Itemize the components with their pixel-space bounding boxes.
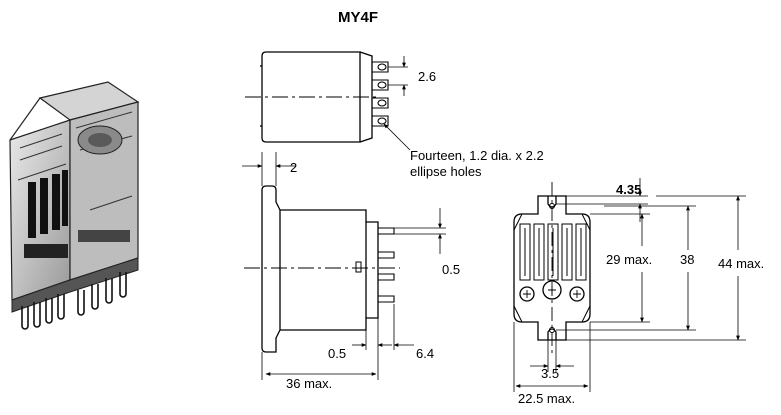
dim-pin-width: 0.5	[442, 262, 460, 277]
dim-total-height: 44 max.	[718, 256, 764, 271]
page-title: MY4F	[338, 9, 378, 26]
dim-flange-thickness: 2	[290, 160, 297, 175]
dim-pin-step: 0.5	[328, 346, 346, 361]
dim-width: 22.5 max.	[518, 391, 575, 406]
base-view	[513, 178, 746, 392]
dim-bottom-slot: 3.5	[541, 366, 559, 381]
dim-hole-spacing: 38	[680, 252, 694, 267]
dim-body-depth: 36 max.	[286, 376, 332, 391]
relay-photo	[9, 81, 140, 330]
dim-slot-offset: 4.35	[616, 182, 641, 197]
dim-pin-length: 6.4	[416, 346, 434, 361]
holes-note-line1: Fourteen, 1.2 dia. x 2.2	[410, 148, 544, 163]
dim-inner-height: 29 max.	[606, 252, 652, 267]
side-view	[242, 152, 446, 380]
holes-note-line2: ellipse holes	[410, 164, 482, 179]
dim-top-pitch: 2.6	[418, 69, 436, 84]
top-view	[245, 51, 411, 151]
